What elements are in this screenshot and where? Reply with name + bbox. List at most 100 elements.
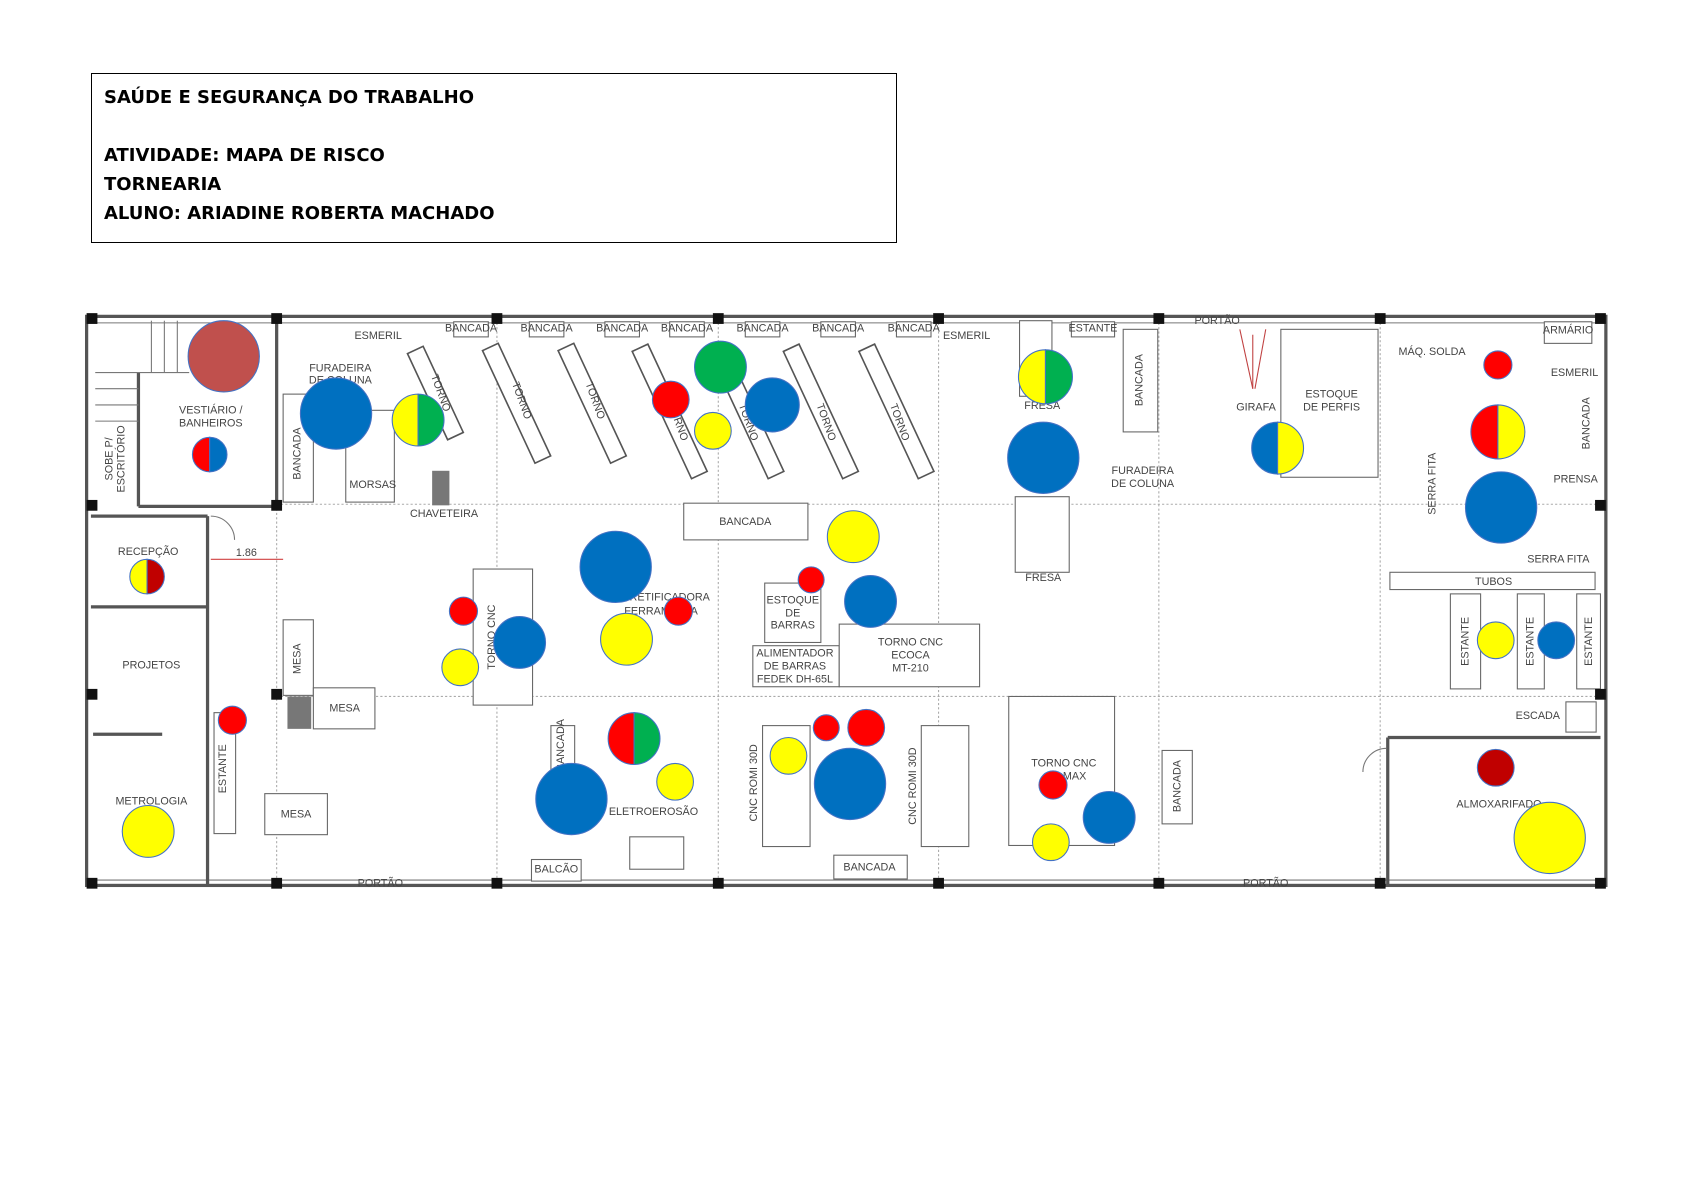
area-label: MÁQ. SOLDA: [1398, 345, 1466, 358]
risk-circle-split: [129, 558, 165, 595]
area-label: PROJETOS: [122, 659, 180, 671]
risk-circle-red: [847, 708, 886, 747]
area-label: MT-210: [892, 663, 929, 675]
risk-circle-blue: [299, 377, 373, 450]
risk-circle-yellow: [1476, 621, 1515, 660]
area-label: CNC ROMI 30D: [907, 747, 919, 824]
risk-circle-split: [607, 712, 661, 766]
area-label: BANCADA: [1134, 353, 1146, 406]
area-label: BANCADA: [291, 427, 303, 480]
area-label: BANCADA: [719, 516, 772, 528]
risk-circles: [121, 320, 1586, 875]
area-label: GIRAFA: [1236, 401, 1276, 413]
risk-circle-yellow: [121, 804, 175, 858]
area-label: ESTOQUE: [1305, 388, 1358, 400]
risk-circle-blue: [493, 616, 547, 669]
area-label: ESTOQUE: [767, 595, 820, 607]
risk-circle-blue: [1082, 790, 1136, 844]
risk-circle-red: [797, 566, 825, 594]
area-label: BANCADA: [812, 322, 865, 334]
area-label: VESTIÁRIO /: [179, 404, 243, 417]
area-label: TORNO CNC: [1031, 758, 1096, 770]
risk-circle-yellow: [600, 612, 653, 666]
risk-circle-yellow: [1031, 823, 1070, 862]
risk-circle-red: [1038, 770, 1068, 800]
area-label: BANCADA: [555, 718, 567, 771]
risk-circle-split: [1251, 421, 1305, 475]
area-label: ELETROEROSÃO: [609, 805, 698, 818]
area-label: TUBOS: [1475, 576, 1512, 588]
area-label: BANCADA: [843, 861, 896, 873]
area-label: ESTANTE: [1583, 617, 1595, 666]
risk-circle-red: [651, 380, 690, 419]
area-label: ESCRITÓRIO: [114, 425, 127, 492]
area-label: ALIMENTADOR: [756, 648, 833, 660]
activity-line: ATIVIDADE: MAPA DE RISCO: [104, 145, 385, 166]
risk-circle-yellow: [693, 411, 732, 450]
area-label: BANCADA: [521, 322, 574, 334]
area-label: DE PERFIS: [1303, 401, 1360, 413]
area-label: PORTÃO: [358, 877, 403, 890]
area-label: SOBE P/: [104, 437, 116, 480]
area-label: CNC ROMI 30D: [748, 744, 760, 821]
area-label: BALCÃO: [534, 862, 578, 875]
area-label: BANCADA: [596, 322, 649, 334]
area-label: ESTANTE: [1525, 617, 1537, 666]
area-label: ESMERIL: [943, 330, 990, 342]
area-label: MORSAS: [349, 479, 396, 491]
area-label: DE COLUNA: [1111, 478, 1175, 490]
area-label: 1.86: [236, 547, 257, 559]
area-label: SERRA FITA: [1426, 452, 1438, 515]
area-label: ESTANTE: [217, 744, 229, 793]
risk-circle-blue: [535, 762, 608, 836]
risk-circle-darkred: [1476, 748, 1515, 787]
columns: [86, 313, 1606, 889]
area-label: FRESA: [1025, 572, 1062, 584]
risk-circle-green: [693, 340, 747, 394]
equipment-outlines: [213, 320, 1602, 882]
area-label: MESA: [291, 643, 303, 674]
risk-circle-split: [191, 436, 228, 473]
area-label: FEDEK DH-65L: [757, 673, 833, 685]
risk-circle-blue: [579, 530, 652, 604]
area-label: PORTÃO: [1194, 314, 1239, 327]
risk-circle-red: [448, 596, 479, 626]
risk-circle-yellow: [656, 762, 694, 801]
area-label: RETIFICADORA: [630, 591, 711, 603]
area-label: BANCADA: [661, 322, 714, 334]
risk-circle-blue: [844, 574, 897, 628]
area-label: BARRAS: [771, 619, 815, 631]
risk-circle-yellow: [769, 736, 808, 775]
area-label: ESMERIL: [354, 330, 401, 342]
area-label: RECEPÇÃO: [118, 545, 179, 558]
risk-circle-red: [663, 596, 693, 626]
risk-circle-blue: [1007, 421, 1080, 495]
area-label: PORTÃO: [1243, 877, 1288, 890]
area-label: ESTANTE: [1069, 322, 1118, 334]
area-label: ESMERIL: [1551, 367, 1598, 379]
area-label: DE: [785, 608, 800, 620]
stairs: [95, 320, 1597, 733]
area-label: BANCADA: [1171, 759, 1183, 812]
area-label: PRENSA: [1553, 474, 1598, 486]
area-label: TORNO CNC: [486, 604, 498, 669]
area-label: BANHEIROS: [179, 418, 243, 430]
area-label: BANCADA: [1581, 396, 1593, 449]
area-label: DE BARRAS: [764, 660, 826, 672]
student-line: ALUNO: ARIADINE ROBERTA MACHADO: [104, 203, 495, 224]
area-label: FURADEIRA: [309, 362, 372, 374]
risk-circle-red: [217, 705, 247, 735]
area-label: MESA: [281, 808, 312, 820]
risk-circle-split: [1470, 404, 1526, 460]
area-label: BANCADA: [445, 322, 498, 334]
risk-circle-blue: [744, 377, 800, 433]
area-label: FURADEIRA: [1111, 465, 1174, 477]
area-label: SERRA FITA: [1527, 554, 1590, 566]
risk-circle-split: [391, 393, 445, 447]
area-label: MESA: [329, 703, 360, 715]
area-label: BANCADA: [888, 322, 941, 334]
risk-circle-red: [812, 714, 840, 742]
risk-circle-yellow: [826, 510, 880, 564]
area-label: ESTANTE: [1460, 617, 1472, 666]
sector-line: TORNEARIA: [104, 174, 222, 195]
